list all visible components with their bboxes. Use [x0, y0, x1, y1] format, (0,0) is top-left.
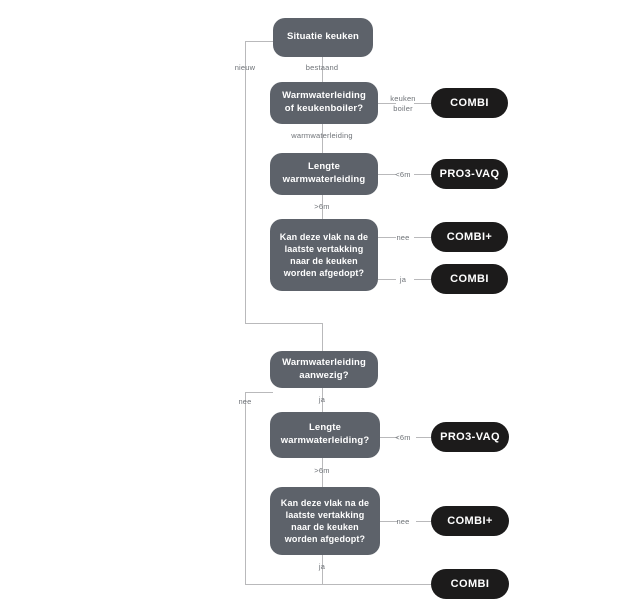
edge-label-bestaand: bestaand	[305, 63, 339, 72]
edge-label-ja-3: ja	[318, 562, 326, 571]
connector-nieuw-to-center	[245, 323, 323, 324]
edge-label-warmwaterleiding: warmwaterleiding	[291, 131, 353, 140]
outcome-pro3vaq-2[interactable]: PRO3-VAQ	[431, 422, 509, 452]
outcome-combi-3[interactable]: COMBI	[431, 569, 509, 599]
connector-nieuw-drop	[245, 41, 246, 324]
connector-nee2-drop	[245, 392, 246, 584]
outcome-combiplus-1[interactable]: COMBI+	[431, 222, 508, 252]
node-situatie-keuken[interactable]: Situatie keuken	[273, 18, 373, 57]
connector-situatie-to-boiler	[322, 57, 323, 82]
connector-nieuw-stub	[245, 41, 273, 42]
node-lengte-warmwaterleiding-1[interactable]: Lengte warmwaterleiding	[270, 153, 378, 195]
edge-label-lt6m-1: <6m	[395, 170, 411, 179]
connector-lengte2-right-a	[380, 437, 398, 438]
node-warmwaterleiding-aanwezig[interactable]: Warmwaterleiding aanwezig?	[270, 351, 378, 388]
connector-afgedopt2-nee-a	[380, 521, 398, 522]
edge-label-nee-3: nee	[396, 517, 410, 526]
connector-lengte2-down	[322, 458, 323, 487]
edge-label-keuken-boiler: keuken boiler	[390, 94, 416, 113]
connector-boiler-down	[322, 124, 323, 153]
connector-afgedopt1-ja-b	[414, 279, 431, 280]
node-lengte-warmwaterleiding-2[interactable]: Lengte warmwaterleiding?	[270, 412, 380, 458]
edge-label-ja-2: ja	[318, 395, 326, 404]
connector-lengte1-right-a	[378, 174, 396, 175]
edge-label-lt6m-2: <6m	[395, 433, 411, 442]
connector-nee2-to-combi	[245, 584, 431, 585]
edge-label-gt6m-1: >6m	[314, 202, 330, 211]
connector-afgedopt1-nee-b	[414, 237, 431, 238]
node-warmwaterleiding-of-keukenboiler[interactable]: Warmwaterleiding of keukenboiler?	[270, 82, 378, 124]
edge-label-nee-2: nee	[238, 397, 252, 406]
node-afgedopt-2[interactable]: Kan deze vlak na de laatste vertakking n…	[270, 487, 380, 555]
edge-label-nee-1: nee	[396, 233, 410, 242]
node-afgedopt-1[interactable]: Kan deze vlak na de laatste vertakking n…	[270, 219, 378, 291]
connector-aanwezig-down	[322, 388, 323, 412]
connector-afgedopt1-nee-a	[378, 237, 396, 238]
connector-nee2-stub	[245, 392, 273, 393]
outcome-combi-2[interactable]: COMBI	[431, 264, 508, 294]
connector-lengte1-down	[322, 195, 323, 219]
edge-label-nieuw: nieuw	[234, 63, 256, 72]
edge-label-gt6m-2: >6m	[314, 466, 330, 475]
outcome-combiplus-2[interactable]: COMBI+	[431, 506, 509, 536]
connector-afgedopt2-ja-down	[322, 555, 323, 584]
connector-boiler-right-b	[414, 103, 431, 104]
connector-lengte1-right-b	[414, 174, 431, 175]
outcome-pro3vaq-1[interactable]: PRO3-VAQ	[431, 159, 508, 189]
outcome-combi-1[interactable]: COMBI	[431, 88, 508, 118]
edge-label-ja-1: ja	[399, 275, 407, 284]
connector-afgedopt1-ja-a	[378, 279, 396, 280]
connector-center-to-aanwezig	[322, 323, 323, 351]
connector-lengte2-right-b	[416, 437, 431, 438]
connector-afgedopt2-nee-b	[416, 521, 431, 522]
connector-boiler-right-a	[378, 103, 396, 104]
